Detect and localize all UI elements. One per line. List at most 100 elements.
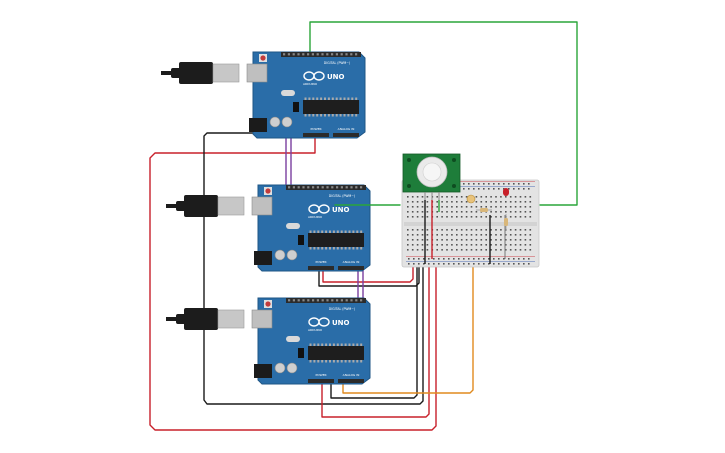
chip-pin	[360, 230, 363, 233]
breadboard-hole	[514, 234, 517, 236]
chip-pin	[340, 230, 343, 233]
breadboard-hole	[421, 239, 424, 241]
breadboard-hole	[426, 244, 429, 246]
header-pin	[292, 299, 295, 302]
breadboard-hole	[475, 229, 478, 231]
chip-pin	[325, 360, 328, 363]
power-jack	[254, 364, 272, 378]
breadboard-hole	[407, 201, 409, 203]
header-pin	[331, 53, 334, 56]
rail-hole	[523, 263, 525, 265]
breadboard-hole	[490, 211, 492, 213]
breadboard-hole	[446, 234, 448, 236]
breadboard-hole	[451, 211, 453, 213]
rail-hole	[508, 263, 510, 265]
header-pin	[287, 53, 290, 56]
breadboard-hole	[451, 249, 453, 251]
breadboard-hole	[519, 216, 522, 218]
breadboard-hole	[446, 211, 448, 213]
rail-hole	[493, 188, 495, 190]
breadboard-hole	[421, 211, 424, 213]
breadboard-hole	[456, 201, 458, 203]
breadboard-hole	[411, 239, 414, 241]
power-jack	[249, 118, 267, 132]
breadboard-hole	[475, 234, 478, 236]
breadboard-hole	[524, 206, 527, 208]
breadboard-hole	[416, 196, 419, 198]
breadboard-hole	[416, 244, 419, 246]
wire-black-gnd-loop	[203, 132, 424, 405]
rail-hole	[478, 183, 480, 185]
rail-hole	[463, 183, 465, 185]
breadboard-hole	[485, 239, 487, 241]
breadboard-hole	[465, 239, 468, 241]
breadboard-hole	[436, 196, 438, 198]
board-brand-label: ARDUINO	[308, 215, 323, 219]
power-jack	[254, 251, 272, 265]
header-pin	[340, 53, 343, 56]
rail-hole	[493, 258, 495, 260]
breadboard-hole	[421, 201, 424, 203]
breadboard-hole	[505, 244, 507, 246]
chip-pin	[316, 97, 319, 100]
rail-hole	[438, 258, 440, 260]
breadboard-hole	[411, 206, 414, 208]
breadboard-hole	[441, 201, 443, 203]
breadboard-hole	[505, 211, 507, 213]
breadboard-hole	[411, 196, 414, 198]
breadboard-hole	[490, 229, 492, 231]
breadboard-hole	[485, 234, 487, 236]
rail-hole	[473, 258, 475, 260]
chip-pin	[324, 114, 326, 117]
infinity-logo-icon	[308, 317, 330, 327]
breadboard-hole	[421, 234, 424, 236]
breadboard-hole	[465, 234, 468, 236]
breadboard-hole	[460, 211, 463, 213]
chip-pin	[347, 97, 350, 100]
breadboard-hole	[505, 249, 507, 251]
chip-pin	[325, 230, 328, 233]
pir-dome-icon	[402, 153, 461, 200]
breadboard-hole	[524, 201, 527, 203]
chip-pin	[321, 343, 324, 346]
breadboard-hole	[465, 206, 468, 208]
chip-pin	[327, 97, 330, 100]
breadboard-hole	[524, 249, 527, 251]
breadboard-hole	[509, 229, 512, 231]
header-pin	[321, 53, 324, 56]
breadboard-hole	[524, 234, 527, 236]
capacitor	[274, 249, 286, 261]
header-pin	[297, 186, 300, 189]
breadboard-hole	[460, 249, 463, 251]
usb-jack	[251, 196, 273, 216]
chip-pin	[317, 343, 320, 346]
breadboard-hole	[475, 239, 478, 241]
board-model-label: UNO	[332, 319, 350, 327]
header-pin	[312, 186, 315, 189]
breadboard-hole	[451, 229, 453, 231]
breadboard-hole	[495, 211, 497, 213]
chip-pin	[344, 343, 347, 346]
breadboard-hole	[446, 201, 448, 203]
breadboard-hole	[514, 239, 517, 241]
breadboard-hole	[529, 239, 532, 241]
wire-red-5v-loop	[149, 137, 437, 431]
breadboard-hole	[416, 249, 419, 251]
rail-hole	[458, 263, 460, 265]
red-led	[503, 188, 509, 196]
rail-hole	[493, 183, 495, 185]
chip-pin	[336, 247, 339, 250]
breadboard-hole	[426, 196, 429, 198]
chip-pin	[336, 360, 339, 363]
rail-hole	[413, 263, 415, 265]
breadboard-hole	[407, 234, 409, 236]
header-pin	[302, 299, 305, 302]
breadboard-hole	[446, 229, 448, 231]
breadboard-hole	[495, 229, 497, 231]
breadboard-hole	[495, 239, 497, 241]
breadboard-hole	[456, 234, 458, 236]
chip-pin	[317, 360, 320, 363]
breadboard-hole	[490, 216, 492, 218]
wire-red-mid	[322, 261, 414, 283]
